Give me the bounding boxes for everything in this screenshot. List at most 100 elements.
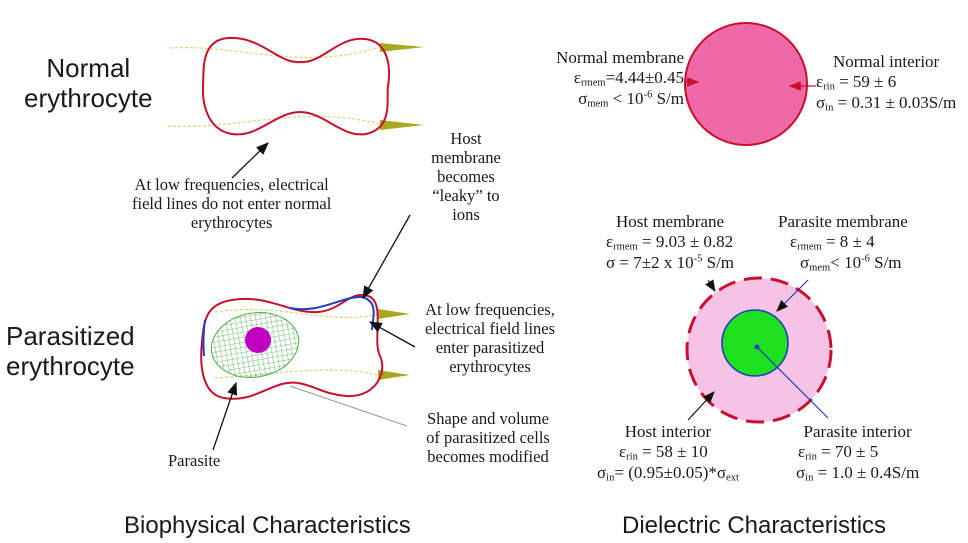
block-title: Host membrane xyxy=(615,212,725,231)
pointer-host-interior xyxy=(687,391,715,421)
normal-field-lines xyxy=(167,43,424,130)
sigma-symbol: σ xyxy=(816,93,826,113)
parasitized-field-lines xyxy=(214,308,410,380)
pointer-parasite-membrane xyxy=(776,279,809,312)
conductivity-value: = (0.95±0.05)*σ xyxy=(614,463,727,483)
leaky-membrane-segment xyxy=(289,295,375,331)
note-line: At low frequencies, xyxy=(425,300,555,319)
sigma-symbol: σ xyxy=(597,463,607,483)
note-line: membrane xyxy=(431,147,501,167)
superscript: -6 xyxy=(861,253,870,265)
epsilon-symbol: ε xyxy=(798,441,806,461)
unit: S/m xyxy=(702,253,735,273)
subscript: in xyxy=(606,472,615,484)
subscript: rin xyxy=(626,451,638,463)
field-arrow-icon xyxy=(380,120,424,130)
note-line: erythrocytes xyxy=(190,212,273,232)
permittivity-value: =4.44±0.45 xyxy=(605,67,684,87)
dielectric-caption: Dielectric Characteristics xyxy=(622,512,887,539)
parasitized-erythrocyte-title: Parasitized erythrocyte xyxy=(6,321,135,382)
title-line: erythrocyte xyxy=(6,350,135,381)
pointer-host-membrane xyxy=(705,279,716,293)
normal-interior-block: Normal interior εrin = 59 ± 6 σin = 0.31… xyxy=(816,52,956,115)
subscript: rmem xyxy=(797,241,822,253)
epsilon-symbol: ε xyxy=(619,441,627,461)
note-line: electrical field lines xyxy=(424,318,556,338)
field-arrow-icon xyxy=(378,309,410,319)
parasite-sphere xyxy=(721,309,789,377)
permittivity-value: = 70 ± 5 xyxy=(816,441,879,461)
pointer-line-shape xyxy=(289,385,408,427)
subscript: mem xyxy=(809,262,831,274)
title-line: erythrocyte xyxy=(24,82,153,113)
subscript: rmem xyxy=(613,241,638,253)
subscript: mem xyxy=(587,98,609,110)
host-membrane-block: Host membrane εrmem = 9.03 ± 0.82 σ = 7±… xyxy=(606,212,734,273)
subscript: ext xyxy=(726,472,739,484)
permittivity-value: = 59 ± 6 xyxy=(834,71,897,91)
note-host-membrane: Host membrane becomes “leaky” to ions xyxy=(414,129,518,225)
superscript: -5 xyxy=(693,253,703,265)
subscript: in xyxy=(805,472,814,484)
pointer-parasite-interior xyxy=(756,346,829,419)
normal-cell-sphere xyxy=(684,22,808,146)
pointer-arrow-field-lines xyxy=(368,321,416,348)
permittivity-value: 9.03 ± 0.82 xyxy=(651,231,734,251)
sigma-symbol: σ xyxy=(606,253,616,273)
parasite-label: Parasite xyxy=(168,451,221,470)
normal-erythrocyte-title: Normal erythrocyte xyxy=(24,53,153,114)
note-line: At low frequencies, electrical xyxy=(134,175,329,194)
title-line: Normal xyxy=(46,53,131,83)
parasitized-erythrocyte-shape xyxy=(200,293,384,400)
subscript: rin xyxy=(805,451,817,463)
note-line: Host xyxy=(450,129,482,148)
epsilon-symbol: ε xyxy=(606,231,614,251)
biophysical-caption: Biophysical Characteristics xyxy=(124,512,411,539)
field-arrow-icon xyxy=(380,43,424,52)
note-line: of parasitized cells xyxy=(426,427,550,447)
unit: S/m xyxy=(652,89,684,109)
note-line: erythrocytes xyxy=(449,356,531,376)
equals-sign: = xyxy=(641,231,652,251)
leaky-membrane-segment xyxy=(202,319,206,357)
block-title: Host interior xyxy=(624,422,712,441)
note-low-freq-parasitized: At low frequencies, electrical field lin… xyxy=(400,300,580,377)
note-line: ions xyxy=(452,204,480,224)
normal-membrane-block: Normal membrane εrmem=4.44±0.45 σmem < 1… xyxy=(542,48,684,111)
note-line: enter parasitized xyxy=(435,337,545,357)
host-interior-block: Host interior εrin = 58 ± 10 σin= (0.95±… xyxy=(597,422,739,485)
note-line: becomes xyxy=(437,166,495,186)
field-arrow-icon xyxy=(378,370,410,380)
block-title: Parasite interior xyxy=(803,422,912,441)
pointer-dot xyxy=(754,344,760,350)
note-line: becomes modified xyxy=(427,446,549,466)
parasite-interior-block: Parasite interior εrin = 70 ± 5 σin = 1.… xyxy=(796,422,919,485)
note-line: field lines do not enter normal xyxy=(132,193,332,213)
note-shape-volume: Shape and volume of parasitized cells be… xyxy=(404,409,572,467)
conductivity-value: = 1.0 ± 0.4S/m xyxy=(817,463,920,483)
parasite-nucleus xyxy=(245,327,271,353)
epsilon-symbol: ε xyxy=(573,67,581,87)
conductivity-value: < 10 xyxy=(830,253,862,273)
pointer-arrow-normal xyxy=(231,142,269,179)
note-line: “leaky” to xyxy=(432,185,500,205)
note-line: Shape and volume xyxy=(427,409,549,428)
conductivity-value: = 7±2 x 10 xyxy=(615,253,694,273)
subscript: rin xyxy=(823,81,835,93)
pointer-arrow-host-membrane xyxy=(362,214,411,300)
block-title: Normal interior xyxy=(832,52,940,71)
superscript: -6 xyxy=(643,89,653,101)
parasite-membrane-block: Parasite membrane εrmem = 8 ± 4 σmem< 10… xyxy=(778,212,908,275)
sigma-symbol: σ xyxy=(796,463,806,483)
unit: S/m xyxy=(869,253,902,273)
block-title: Normal membrane xyxy=(556,48,684,67)
note-low-freq-normal: At low frequencies, electrical field lin… xyxy=(132,175,332,233)
conductivity-value: = 0.31 ± 0.03S/m xyxy=(837,93,957,113)
subscript: rmem xyxy=(581,77,606,89)
sigma-symbol: σ xyxy=(578,89,588,109)
epsilon-symbol: ε xyxy=(790,231,798,251)
permittivity-value: = 8 ± 4 xyxy=(821,231,875,251)
pointer-arrow-parasite xyxy=(212,381,238,451)
block-title: Parasite membrane xyxy=(778,212,908,231)
